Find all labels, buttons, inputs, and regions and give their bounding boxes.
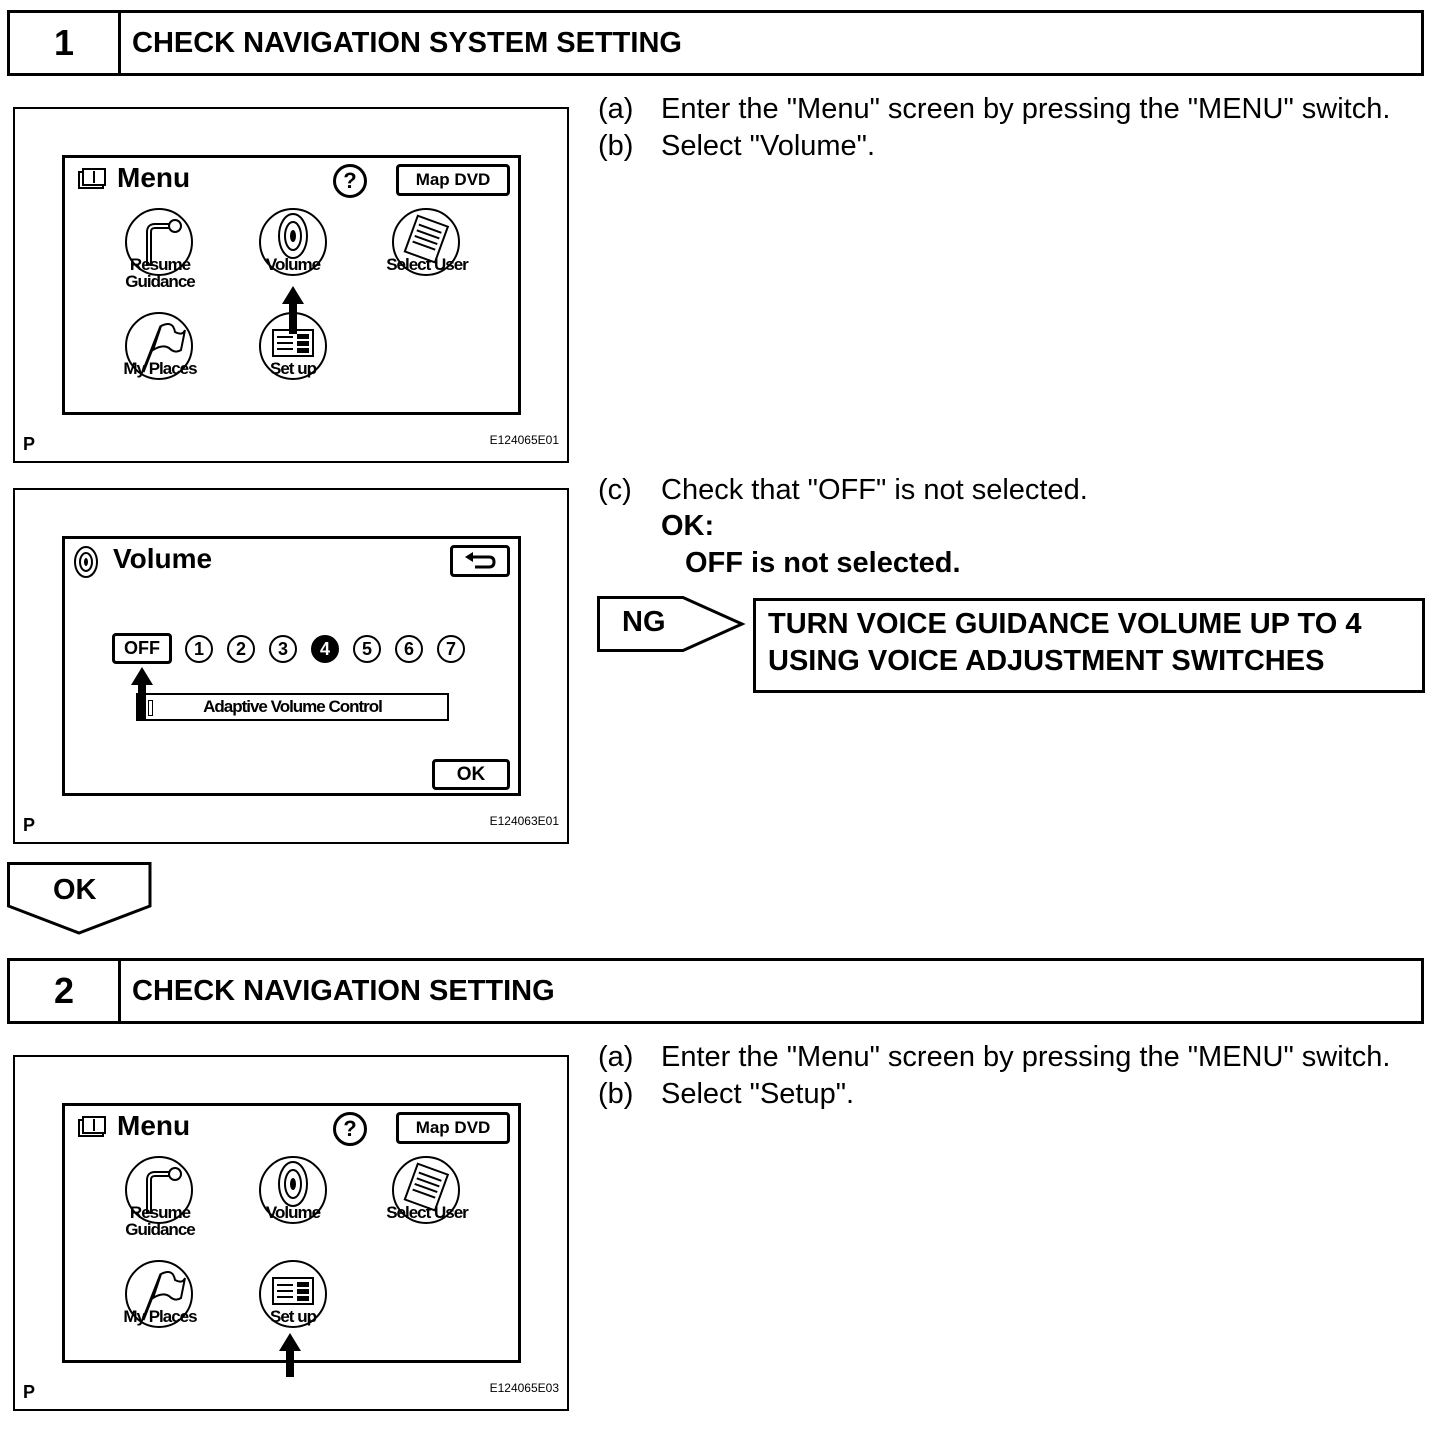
setup-label: Set up [270,359,317,378]
step-title: CHECK NAVIGATION SYSTEM SETTING [132,26,682,59]
select-user-label: Select User [386,255,469,274]
corner-label: P [23,434,36,454]
ok-button[interactable]: OK [432,759,510,790]
menu-screen: Menu ? Map DVD Resume Guidance Volume [62,155,521,415]
step-number: 2 [10,961,121,1021]
level-1-button[interactable]: 1 [185,635,213,663]
help-button[interactable]: ? [333,1112,367,1146]
ng-action-line1: TURN VOICE GUIDANCE VOLUME UP TO 4 [768,608,1362,640]
off-button[interactable]: OFF [112,633,172,664]
figure-id: E124063E01 [489,814,559,828]
level-6-button[interactable]: 6 [395,635,423,663]
instruction-text: Enter the "Menu" screen by pressing the … [661,1041,1391,1073]
instruction-b: (b) Select "Volume". [598,128,1438,164]
book-icon [78,1116,106,1137]
level-4-button[interactable]: 4 [311,635,339,663]
indicator-light [148,700,153,716]
ok-result: OFF is not selected. [685,547,961,579]
instruction-a: (a) Enter the "Menu" screen by pressing … [598,1039,1438,1075]
volume-label: Volume [265,255,321,274]
instruction-b: (b) Select "Setup". [598,1076,1438,1112]
back-arrow-icon [465,552,496,569]
select-user-icon [392,208,460,276]
map-dvd-button[interactable]: Map DVD [396,1112,510,1144]
volume-figure: Volume OFF 1 2 3 4 5 6 7 Adaptive Volume… [13,488,569,844]
speaker-icon [259,1156,327,1224]
instruction-c: (c) Check that "OFF" is not selected. [598,472,1438,508]
adaptive-volume-label: Adaptive Volume Control [203,697,383,716]
setup-menu-figure: Menu ? Map DVD Resume Guidance Volume [13,1055,569,1411]
speaker-icon [259,208,327,276]
resume-guidance-icon [125,208,193,276]
setup-label: Set up [270,1307,317,1326]
back-button[interactable] [450,545,510,577]
instruction-text: Select "Setup". [661,1078,855,1110]
ok-flow-arrow [7,862,152,935]
screen-title: Menu [117,162,191,193]
adaptive-volume-control-button[interactable]: Adaptive Volume Control [136,693,449,721]
instruction-letter: (b) [598,130,634,162]
instruction-letter: (a) [598,1041,634,1073]
volume-label: Volume [265,1203,321,1222]
level-5-button[interactable]: 5 [353,635,381,663]
ok-heading: OK: [661,510,715,542]
step-2-header: 2 CHECK NAVIGATION SETTING [7,958,1424,1024]
instruction-a: (a) Enter the "Menu" screen by pressing … [598,91,1438,127]
figure-id: E124065E01 [489,433,559,447]
figure-id: E124065E03 [489,1381,559,1395]
pointer-arrow [279,1333,301,1377]
pointer-arrow [282,286,304,334]
screen-title: Volume [113,543,213,574]
my-places-label: My Places [123,359,197,378]
instruction-letter: (a) [598,93,634,125]
step-title: CHECK NAVIGATION SETTING [132,974,555,1007]
screen-title: Menu [117,1110,191,1141]
instruction-text: Check that "OFF" is not selected. [661,474,1088,506]
pointer-arrow [131,667,153,719]
corner-label: P [23,1382,36,1402]
corner-label: P [23,815,36,835]
ng-arrow-shape [597,596,746,652]
ng-action-line2: USING VOICE ADJUSTMENT SWITCHES [768,645,1325,677]
setup-icon [259,1260,327,1328]
select-user-label: Select User [386,1203,469,1222]
level-2-button[interactable]: 2 [227,635,255,663]
speaker-icon [74,546,98,578]
instruction-text: Select "Volume". [661,130,876,162]
flag-icon [125,312,193,380]
ng-label: NG [622,606,666,638]
step-1-header: 1 CHECK NAVIGATION SYSTEM SETTING [7,10,1424,76]
level-7-button[interactable]: 7 [437,635,465,663]
select-user-icon [392,1156,460,1224]
menu-screen: Menu ? Map DVD Resume Guidance Volume [62,1103,521,1363]
volume-screen: Volume OFF 1 2 3 4 5 6 7 Adaptive Volume… [62,536,521,796]
ok-flow-label: OK [53,874,97,906]
help-button[interactable]: ? [333,164,367,198]
my-places-label: My Places [123,1307,197,1326]
step-number: 1 [10,13,121,73]
book-icon [78,168,106,189]
flag-icon [125,1260,193,1328]
map-dvd-button[interactable]: Map DVD [396,164,510,196]
instruction-letter: (c) [598,474,632,506]
setup-icon [259,312,327,380]
resume-guidance-label: Resume Guidance [125,1203,195,1239]
instruction-letter: (b) [598,1078,634,1110]
resume-guidance-label: Resume Guidance [125,255,195,291]
instruction-text: Enter the "Menu" screen by pressing the … [661,93,1391,125]
ng-action-box: TURN VOICE GUIDANCE VOLUME UP TO 4 USING… [753,598,1425,693]
menu-figure: Menu ? Map DVD Resume Guidance Volume [13,107,569,463]
level-3-button[interactable]: 3 [269,635,297,663]
resume-guidance-icon [125,1156,193,1224]
